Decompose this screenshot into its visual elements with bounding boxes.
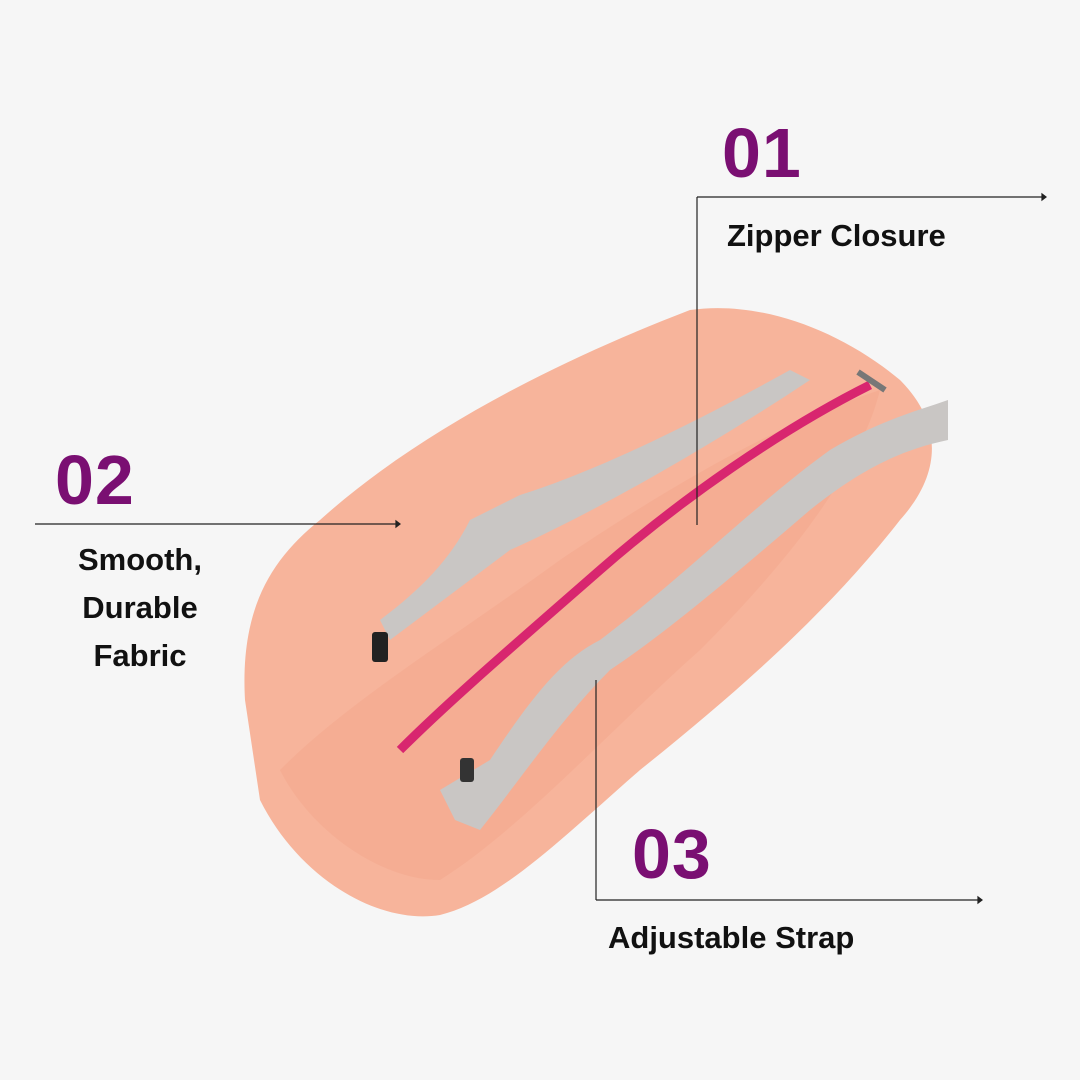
buckle-1 <box>372 632 388 662</box>
callout-02-label-line: Smooth, <box>78 542 202 577</box>
callout-03-label: Adjustable Strap <box>608 920 855 955</box>
zipper <box>396 380 873 754</box>
callout-03-arrow <box>977 895 983 905</box>
callout-03-number: 03 <box>632 815 712 893</box>
callout-02-label: Smooth, Durable Fabric <box>40 536 240 680</box>
callout-02-label-line: Durable <box>82 590 198 626</box>
callout-02-label-line: Fabric <box>93 638 187 674</box>
buckle-2 <box>460 758 474 782</box>
strap-2 <box>440 400 948 830</box>
callout-01-arrow <box>1041 192 1047 202</box>
bag-illustration <box>244 308 948 917</box>
zipper-pull <box>856 369 887 393</box>
callout-01-number: 01 <box>722 114 802 192</box>
callout-02-arrow <box>395 519 401 529</box>
bag-shading <box>280 390 880 880</box>
strap-1 <box>380 370 810 640</box>
callout-02-number: 02 <box>55 441 135 519</box>
callout-01-label: Zipper Closure <box>727 218 946 253</box>
